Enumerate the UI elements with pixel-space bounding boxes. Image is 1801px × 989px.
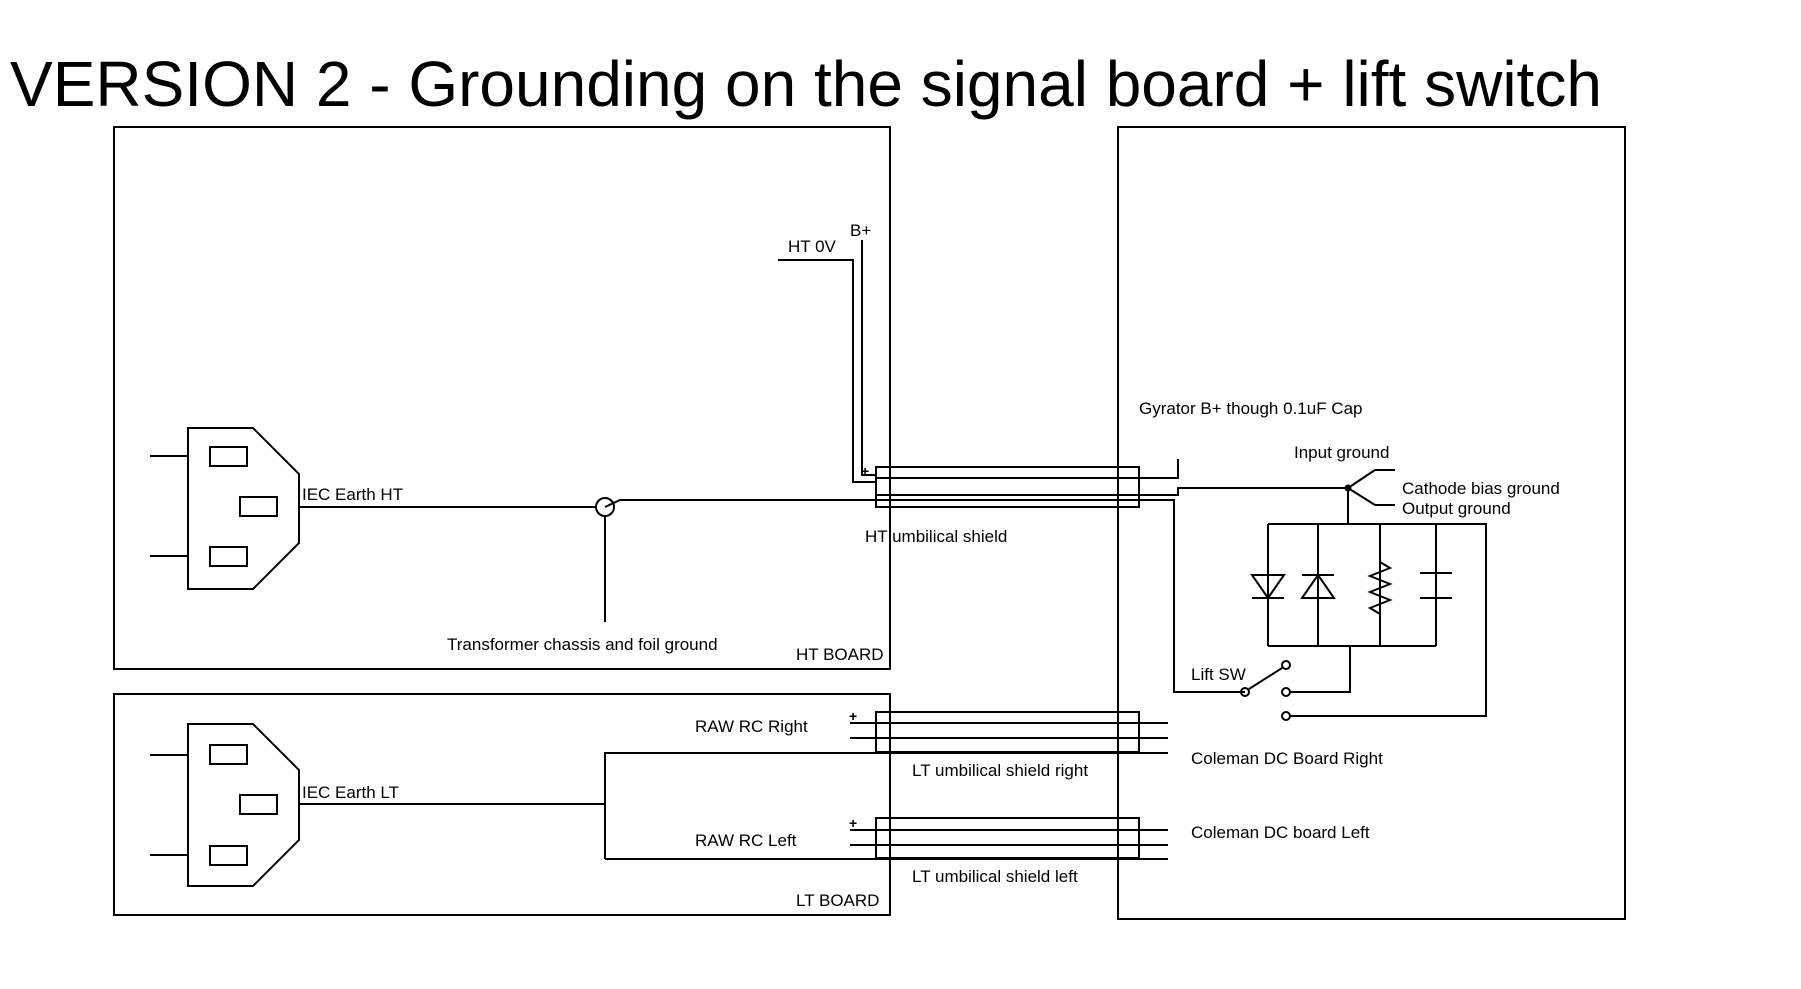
label-ht-umbilical-shield: HT umbilical shield <box>865 527 1007 546</box>
label-raw-rc-right: RAW RC Right <box>695 717 808 736</box>
iec-connector-ht-icon <box>150 427 300 590</box>
lt-umbilical-shield-left <box>875 817 1140 859</box>
label-ht-board: HT BOARD <box>796 645 884 664</box>
lt-right-plus-mark: + <box>849 708 857 724</box>
label-input-ground: Input ground <box>1294 443 1389 462</box>
ht-board-outline <box>113 126 891 670</box>
label-transformer-ground: Transformer chassis and foil ground <box>447 635 718 654</box>
label-ht-0v: HT 0V <box>788 237 837 256</box>
label-coleman-right: Coleman DC Board Right <box>1191 749 1383 768</box>
label-iec-earth-ht: IEC Earth HT <box>302 485 403 504</box>
diagram-title: VERSION 2 - Grounding on the signal boar… <box>10 48 1602 120</box>
diode-1-icon <box>1250 574 1286 600</box>
iec-connector-lt-icon <box>150 723 300 887</box>
lift-switch-icon <box>1240 660 1291 721</box>
label-cathode-bias-ground: Cathode bias ground <box>1402 479 1560 498</box>
lt-left-plus-mark: + <box>849 815 857 831</box>
label-coleman-left: Coleman DC board Left <box>1191 823 1370 842</box>
resistor-icon <box>1367 561 1393 615</box>
label-gyrator: Gyrator B+ though 0.1uF Cap <box>1139 399 1363 418</box>
capacitor-icon <box>1420 572 1452 599</box>
ground-network <box>1267 469 1487 717</box>
lt-umbilical-shield-right <box>875 711 1140 753</box>
label-raw-rc-left: RAW RC Left <box>695 831 797 850</box>
diode-2-icon <box>1300 573 1336 599</box>
ht-plus-mark: + <box>861 463 869 479</box>
label-lt-board: LT BOARD <box>796 891 879 910</box>
label-lt-shield-left: LT umbilical shield left <box>912 867 1078 886</box>
label-output-ground: Output ground <box>1402 499 1511 518</box>
signal-board-outline <box>1117 126 1626 920</box>
label-b-plus: B+ <box>850 221 871 240</box>
lt-wiring <box>299 722 1168 860</box>
label-lt-shield-right: LT umbilical shield right <box>912 761 1088 780</box>
label-iec-earth-lt: IEC Earth LT <box>302 783 399 802</box>
ht-umbilical-shield <box>875 466 1140 508</box>
lt-board-outline <box>113 693 891 916</box>
label-lift-sw: Lift SW <box>1191 665 1246 684</box>
ht-wiring <box>299 240 1348 693</box>
